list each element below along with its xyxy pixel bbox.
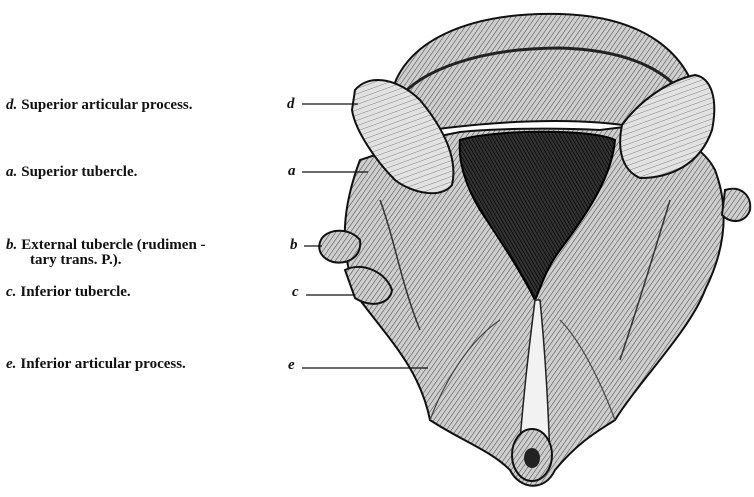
label-letter: d. xyxy=(6,97,17,113)
label-text: Inferior articular process. xyxy=(20,356,185,372)
label-end-letter-b: b xyxy=(290,237,298,254)
label-superior-tubercle: a.Superior tubercle. xyxy=(6,165,137,180)
label-text: Superior articular process. xyxy=(21,97,192,113)
label-text: Superior tubercle. xyxy=(21,164,137,180)
label-letter: c. xyxy=(6,284,16,300)
external-tubercle-right xyxy=(722,189,750,221)
label-end-letter-e: e xyxy=(288,357,295,374)
label-end-letter-a: a xyxy=(288,163,296,180)
label-letter: a. xyxy=(6,164,17,180)
label-end-letter-d: d xyxy=(287,96,295,113)
label-end-letter-c: c xyxy=(292,284,299,301)
label-letter: e. xyxy=(6,356,16,372)
external-tubercle-left xyxy=(319,231,360,263)
label-text: External tubercle (rudimen - xyxy=(21,237,205,253)
label-inferior-tubercle: c.Inferior tubercle. xyxy=(6,285,131,300)
label-text-line2: tary trans. P.). xyxy=(6,253,206,268)
label-external-tubercle: b.External tubercle (rudimen - tary tran… xyxy=(6,238,206,268)
label-superior-articular-process: d.Superior articular process. xyxy=(6,98,193,113)
label-inferior-articular-process: e.Inferior articular process. xyxy=(6,357,186,372)
label-letter: b. xyxy=(6,237,17,253)
label-text: Inferior tubercle. xyxy=(20,284,130,300)
